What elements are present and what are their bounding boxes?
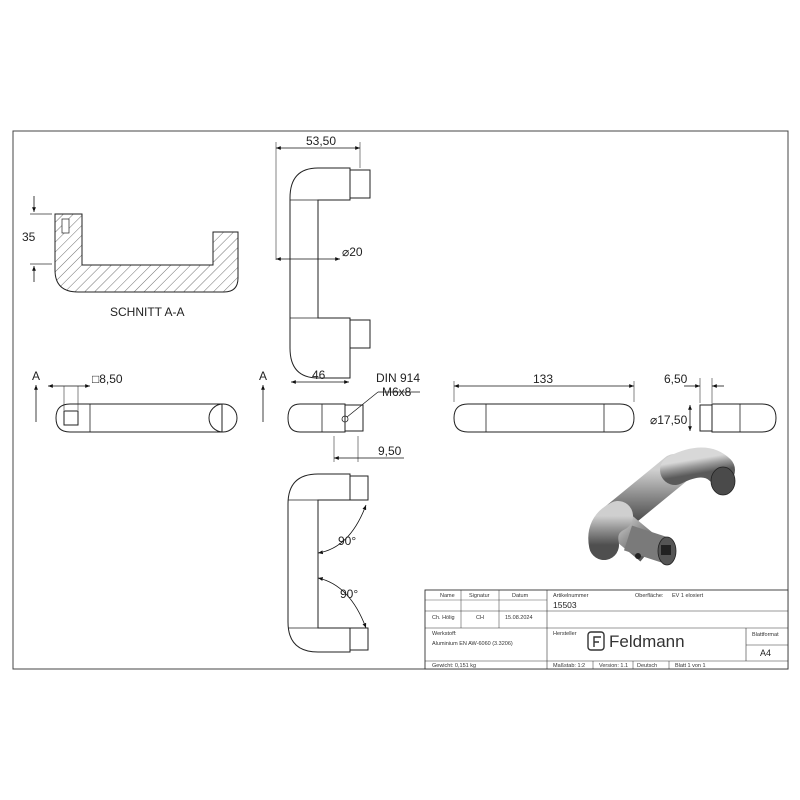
dim-offset-9-50: 9,50 [378, 444, 402, 458]
tb-header-signatur: Signatur [469, 593, 490, 599]
middle-view-rosette [344, 404, 364, 432]
tb-value-artikel: 15503 [553, 600, 577, 610]
section-marker-right: A [259, 369, 267, 383]
dim-length-6-50: 6,50 [664, 372, 688, 386]
feldmann-logo-icon [587, 631, 605, 651]
top-view-handle-outline [289, 167, 351, 379]
label-din-914: DIN 914 [376, 371, 420, 385]
dim-diameter-20: ⌀20 [342, 245, 363, 259]
long-view: 133 [453, 372, 635, 433]
tb-value-werkstoff: Aluminium EN AW-6060 (3.3206) [432, 641, 513, 647]
brand-name: Feldmann [609, 632, 685, 651]
tb-version: Version: 1.1 [599, 663, 628, 669]
label-m6x8: M6x8 [382, 385, 412, 399]
angle-top-90: 90° [338, 534, 356, 548]
top-view-rosette-bottom [349, 319, 371, 349]
drawing-frame [12, 130, 789, 670]
tb-header-artikel: Artikelnummer [553, 593, 589, 599]
tb-header-werkstoff: Werkstoff: [432, 631, 457, 637]
tb-massstab: Maßstab: 1:2 [553, 663, 585, 669]
set-screw [341, 415, 349, 423]
tb-sprache: Deutsch [637, 663, 657, 669]
tb-header-oberflaeche: Oberfläche: [635, 593, 664, 599]
tb-gewicht: Gewicht: 0,151 kg [432, 663, 476, 669]
long-view-bar [453, 403, 635, 433]
tb-value-signatur: CH [476, 615, 484, 621]
top-view: 53,50 ⌀20 46 [275, 134, 371, 384]
end-view: 6,50 ⌀17,50 [650, 372, 777, 433]
dim-height-35: 35 [22, 230, 36, 244]
bottom-view-handle-outline [287, 473, 351, 653]
tb-value-name: Ch. Hölig [432, 615, 455, 621]
square-hole [63, 410, 79, 426]
tb-value-blattformat: A4 [760, 648, 771, 658]
tb-blatt: Blatt 1 von 1 [675, 663, 706, 669]
dim-diameter-17-50: ⌀17,50 [650, 413, 688, 427]
bottom-view-rosette-bottom [349, 627, 369, 651]
tb-header-name: Name [440, 593, 455, 599]
bottom-view-rosette-top [349, 475, 369, 501]
middle-small-view: DIN 914 M6x8 9,50 [287, 371, 420, 462]
tb-header-blattformat: Blattformat [752, 632, 779, 638]
title-block: Name Signatur Datum Ch. Hölig CH 15.08.2… [424, 589, 789, 670]
section-square-hole [61, 218, 70, 234]
top-view-rosette-top [349, 169, 371, 199]
tb-value-datum: 15.08.2024 [505, 615, 533, 621]
side-view-end-circle [208, 403, 238, 433]
section-view: 35 SCHNITT A-A [22, 196, 239, 319]
tb-header-hersteller: Hersteller [553, 631, 577, 637]
dim-square-8-50: □8,50 [92, 372, 123, 386]
tb-header-datum: Datum [512, 593, 529, 599]
end-view-body [711, 403, 777, 433]
3d-render [588, 447, 736, 566]
angle-bottom-90: 90° [340, 587, 358, 601]
section-hatched-profile [54, 213, 239, 293]
tb-value-oberflaeche: EV 1 eloxiert [672, 593, 704, 599]
middle-view-body [287, 403, 346, 433]
side-view-left: A A □8,50 [32, 369, 267, 433]
section-label: SCHNITT A-A [110, 305, 184, 319]
bottom-view: 90° 90° [287, 473, 369, 653]
dim-width-53-50: 53,50 [306, 134, 336, 148]
section-marker-left: A [32, 369, 40, 383]
dim-length-133: 133 [533, 372, 553, 386]
side-view-bar [55, 403, 223, 433]
end-view-rosette [699, 404, 713, 432]
dim-length-46: 46 [312, 368, 326, 382]
